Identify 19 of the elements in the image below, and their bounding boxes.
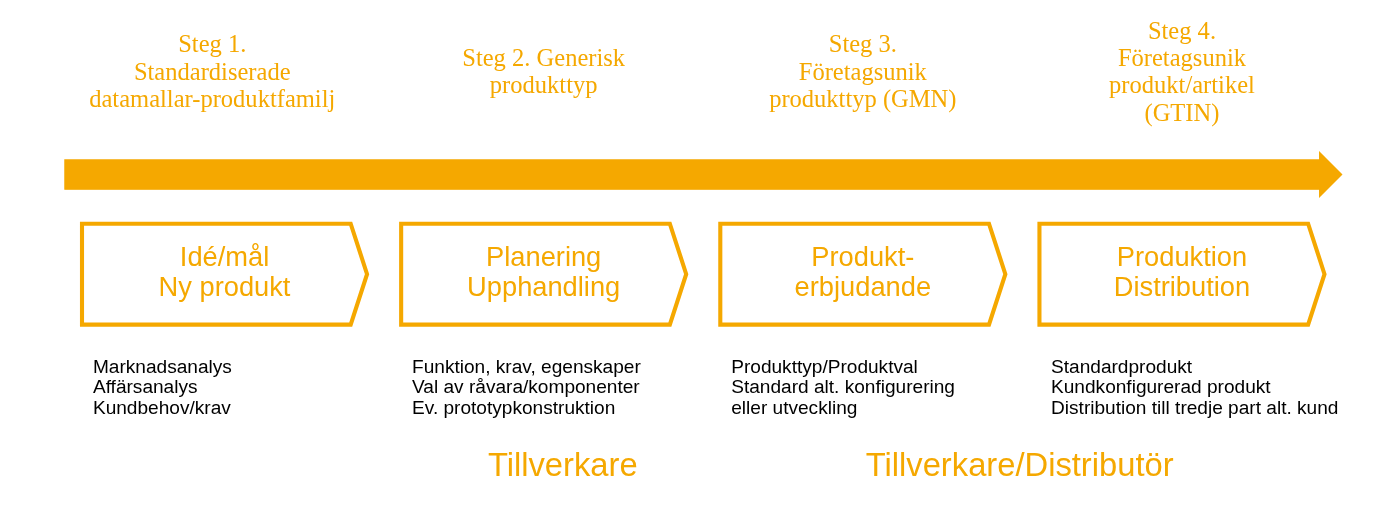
node-label: eller utveckling (731, 396, 858, 418)
node-label: Standard alt. konfigurering (731, 376, 955, 398)
label: Steg 1. Standardiserade datamallar-produktfamilj (89, 30, 336, 112)
node-label: Kundbehov/krav (92, 396, 231, 418)
node-label: Standardprodukt (1051, 355, 1193, 377)
node-label: Distribution till tredje part alt. kund (1051, 396, 1339, 418)
node-arrow (64, 151, 1343, 199)
label: Steg 2. Generisk produkttyp (462, 44, 626, 99)
node-label: Ev. prototypkonstruktion (412, 396, 616, 418)
node-label: Marknadsanalys (92, 355, 232, 377)
node-label: Val av råvara/komponenter (412, 376, 640, 398)
node-label: Affärsanalys (92, 376, 198, 398)
label: Steg 4. Företagsunik produkt/artikel (GTIN) (1109, 16, 1255, 126)
node-label: Produkttyp/Produktval (731, 355, 918, 377)
node-label: Kundkonfigurerad produkt (1051, 376, 1271, 398)
label: Tillverkare/Distributör (865, 446, 1174, 484)
node-label: Funktion, krav, egenskaper (412, 355, 641, 377)
label: Steg 3. Företagsunik produkttyp (GMN) (769, 30, 957, 112)
label: Tillverkare (487, 446, 638, 484)
